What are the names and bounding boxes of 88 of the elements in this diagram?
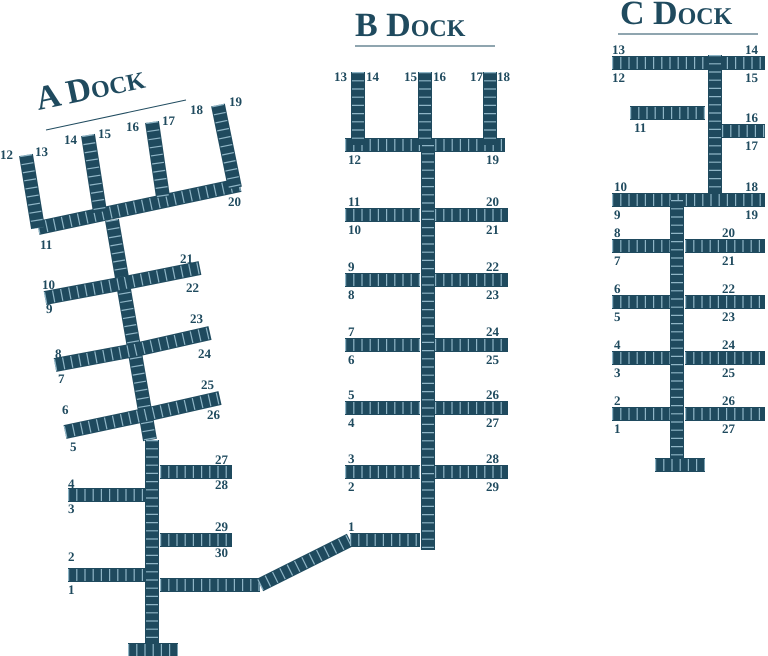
slip-number: 28 bbox=[486, 452, 499, 466]
slip-number: 29 bbox=[486, 480, 499, 494]
slip-number: 1 bbox=[348, 520, 354, 534]
slip-number: 14 bbox=[64, 133, 77, 147]
slip-number: 20 bbox=[722, 226, 735, 240]
slip-number: 11 bbox=[40, 238, 52, 252]
slip-number: 16 bbox=[745, 111, 758, 125]
slip-number: 2 bbox=[348, 480, 354, 494]
slip-number: 15 bbox=[404, 70, 417, 84]
slip-number: 11 bbox=[634, 121, 646, 135]
slip-number: 16 bbox=[126, 120, 139, 134]
slip-number: 15 bbox=[98, 127, 111, 141]
slip-number: 20 bbox=[486, 195, 499, 209]
slip-number: 18 bbox=[190, 103, 203, 117]
slip-number: 1 bbox=[68, 583, 74, 597]
slip-number: 24 bbox=[198, 347, 211, 361]
slip-number: 5 bbox=[348, 388, 354, 402]
slip-number: 12 bbox=[612, 71, 625, 85]
slip-number: 10 bbox=[614, 180, 627, 194]
slip-number: 7 bbox=[58, 372, 64, 386]
slip-number: 13 bbox=[334, 70, 347, 84]
slip-number: 4 bbox=[614, 338, 620, 352]
slip-number: 24 bbox=[722, 338, 735, 352]
slip-number: 8 bbox=[348, 288, 354, 302]
slip-number: 5 bbox=[70, 440, 76, 454]
slip-number: 28 bbox=[215, 478, 228, 492]
slip-number: 22 bbox=[186, 281, 199, 295]
slip-number: 3 bbox=[348, 452, 354, 466]
slip-number: 21 bbox=[486, 223, 499, 237]
slip-number: 29 bbox=[215, 520, 228, 534]
slip-number: 11 bbox=[348, 195, 360, 209]
slip-number: 24 bbox=[486, 325, 499, 339]
slip-number: 25 bbox=[486, 353, 499, 367]
slip-number: 17 bbox=[162, 114, 175, 128]
slip-number: 15 bbox=[745, 71, 758, 85]
slip-number: 26 bbox=[722, 394, 735, 408]
slip-number: 17 bbox=[470, 70, 483, 84]
slip-number: 30 bbox=[215, 546, 228, 560]
slip-number: 7 bbox=[614, 254, 620, 268]
slip-number: 14 bbox=[366, 70, 379, 84]
slip-number: 9 bbox=[614, 208, 620, 222]
slip-number: 23 bbox=[486, 288, 499, 302]
slip-number: 9 bbox=[46, 302, 52, 316]
slip-number: 21 bbox=[722, 254, 735, 268]
slip-number: 3 bbox=[614, 366, 620, 380]
slip-number: 1 bbox=[614, 422, 620, 436]
slip-number: 2 bbox=[614, 394, 620, 408]
slip-number: 3 bbox=[68, 502, 74, 516]
slip-number: 25 bbox=[722, 366, 735, 380]
slip-number: 27 bbox=[486, 416, 499, 430]
slip-number: 12 bbox=[348, 153, 361, 167]
slip-number: 2 bbox=[68, 550, 74, 564]
slip-number: 10 bbox=[348, 223, 361, 237]
slip-number: 14 bbox=[745, 43, 758, 57]
slip-number: 22 bbox=[722, 282, 735, 296]
dock-heading: B Dock bbox=[355, 8, 466, 44]
slip-number: 8 bbox=[614, 226, 620, 240]
slip-number: 20 bbox=[228, 195, 241, 209]
dock-heading: A Dock bbox=[32, 60, 148, 118]
dock-heading: C Dock bbox=[620, 0, 732, 32]
slip-number: 5 bbox=[614, 310, 620, 324]
slip-number: 6 bbox=[614, 282, 620, 296]
slip-number: 18 bbox=[497, 70, 510, 84]
slip-number: 27 bbox=[722, 422, 735, 436]
slip-number: 9 bbox=[348, 260, 354, 274]
slip-number: 18 bbox=[745, 180, 758, 194]
slip-number: 12 bbox=[0, 148, 13, 162]
slip-number: 25 bbox=[201, 378, 214, 392]
slip-number: 7 bbox=[348, 325, 354, 339]
slip-number: 19 bbox=[745, 208, 758, 222]
slip-number: 19 bbox=[486, 153, 499, 167]
slip-number: 19 bbox=[229, 95, 242, 109]
slip-number: 10 bbox=[42, 278, 55, 292]
slip-number: 22 bbox=[486, 260, 499, 274]
slip-number: 21 bbox=[180, 252, 193, 266]
slip-number: 16 bbox=[433, 70, 446, 84]
slip-number: 13 bbox=[612, 43, 625, 57]
slip-number: 4 bbox=[68, 477, 74, 491]
slip-number: 23 bbox=[722, 310, 735, 324]
slip-number: 13 bbox=[35, 145, 48, 159]
slip-number: 26 bbox=[486, 388, 499, 402]
slip-number: 6 bbox=[348, 353, 354, 367]
slip-number: 23 bbox=[190, 312, 203, 326]
slip-number: 27 bbox=[215, 453, 228, 467]
slip-number: 4 bbox=[348, 416, 354, 430]
slip-number: 17 bbox=[745, 139, 758, 153]
slip-number: 26 bbox=[207, 408, 220, 422]
slip-number: 6 bbox=[62, 403, 68, 417]
